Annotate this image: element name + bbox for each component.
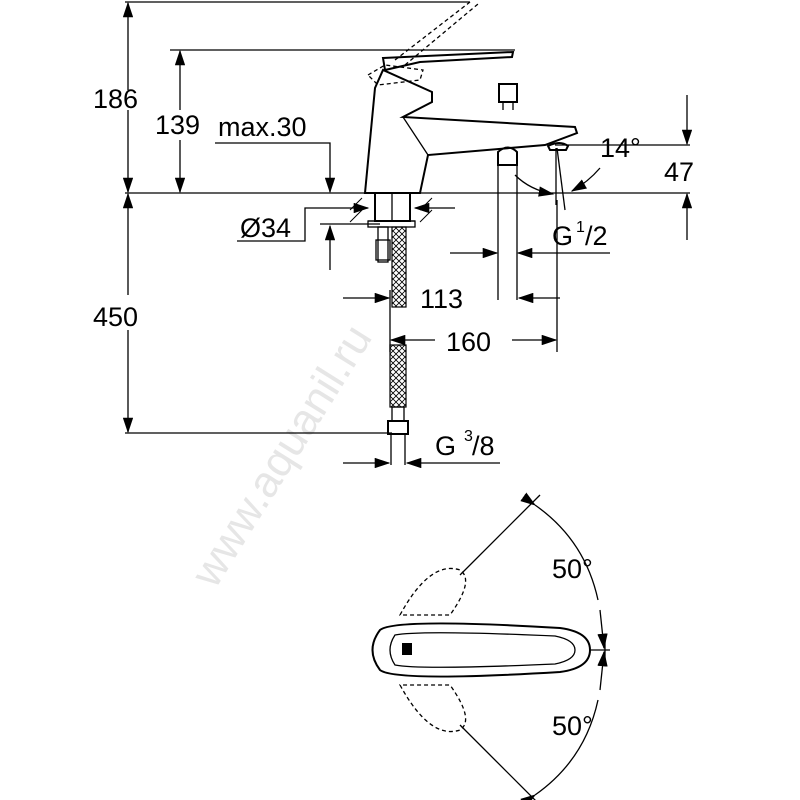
faucet-side-view: [349, 1, 579, 465]
label-diameter: Ø34: [240, 213, 291, 243]
aerator: [546, 142, 570, 151]
dimension-113: 113: [343, 200, 560, 352]
label-g: G: [552, 221, 573, 251]
reference-lines: [125, 1, 690, 434]
label-139: 139: [155, 110, 200, 140]
faucet-top-view: 50° 50°: [371, 492, 610, 800]
label-den: /8: [472, 431, 495, 461]
lever-handle: [381, 50, 515, 72]
diverter-knob: [498, 83, 518, 103]
dimension-450: 450: [93, 192, 138, 434]
dimension-max30: max.30: [215, 112, 336, 270]
dimension-160: 160: [389, 327, 558, 357]
dimension-inlet-thread: G 3 /8: [343, 428, 500, 469]
label-47: 47: [664, 157, 694, 187]
label-g: G: [435, 431, 456, 461]
label-rotation-down: 50°: [552, 711, 593, 741]
label-160: 160: [446, 327, 491, 357]
dimension-139: 139: [155, 49, 200, 194]
dimension-14deg: 14°: [514, 133, 641, 211]
dimension-diameter: Ø34: [237, 202, 455, 243]
label-14deg: 14°: [600, 133, 641, 163]
label-186: 186: [93, 84, 138, 114]
label-max30: max.30: [218, 112, 307, 142]
label-450: 450: [93, 302, 138, 332]
dimension-47: 47: [555, 95, 694, 240]
dimension-186: 186: [93, 1, 138, 194]
label-113: 113: [420, 284, 463, 314]
faucet-body: [363, 68, 579, 194]
hose-nut: [387, 420, 409, 435]
label-num: 3: [464, 428, 473, 445]
dimension-outlet-thread: G 1 /2: [450, 219, 610, 259]
label-rotation-up: 50°: [552, 554, 593, 584]
flex-hose-upper: [391, 226, 407, 308]
label-den: /2: [585, 221, 608, 251]
label-num: 1: [576, 219, 585, 236]
watermark: www.aquanil.ru: [181, 316, 381, 596]
flex-hose-lower: [389, 344, 407, 408]
shower-connector: [497, 146, 518, 166]
